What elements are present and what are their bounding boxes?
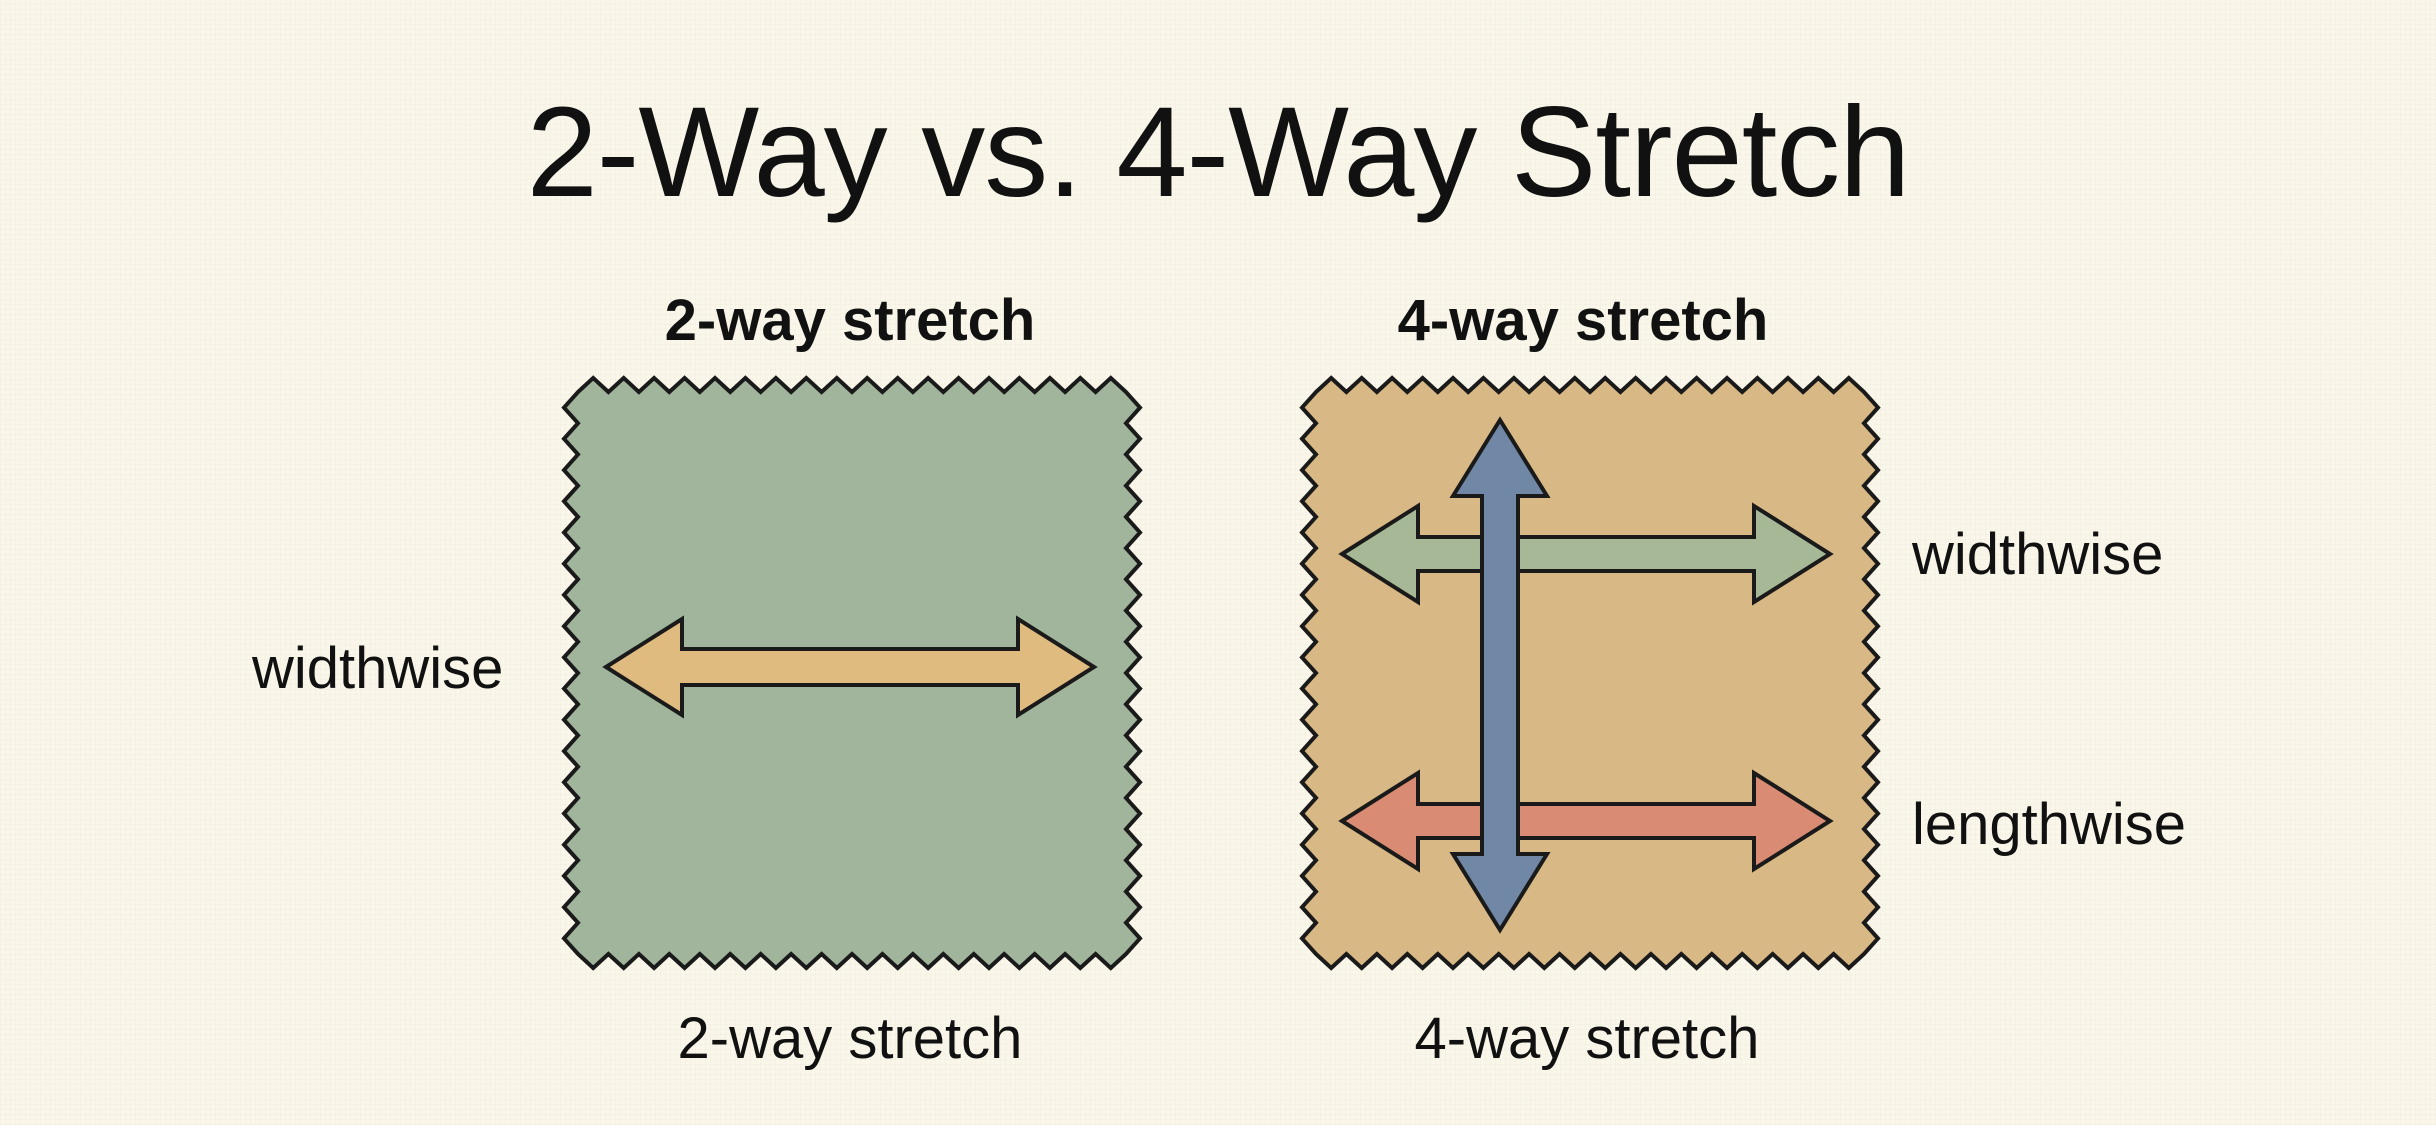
label-2way-bottom: 2-way stretch xyxy=(677,1006,1023,1071)
vertical-arrow-4way xyxy=(1449,416,1551,934)
lengthwise-arrow-4way xyxy=(1338,769,1834,873)
label-4way-bottom: 4-way stretch xyxy=(1414,1006,1760,1071)
swatch-4way xyxy=(1299,375,1881,971)
swatch-2way xyxy=(561,375,1143,971)
label-4way-top: 4-way stretch xyxy=(1397,288,1769,353)
page-title: 2-Way vs. 4-Way Stretch xyxy=(526,81,1911,224)
label-4way-widthwise: widthwise xyxy=(1912,522,2164,587)
fabric-swatch-4way xyxy=(1299,375,1881,971)
widthwise-arrow-2way xyxy=(602,615,1098,719)
label-2way-top: 2-way stretch xyxy=(664,288,1036,353)
label-2way-widthwise: widthwise xyxy=(252,636,504,701)
label-4way-lengthwise: lengthwise xyxy=(1912,792,2187,857)
widthwise-arrow-4way xyxy=(1338,502,1834,606)
